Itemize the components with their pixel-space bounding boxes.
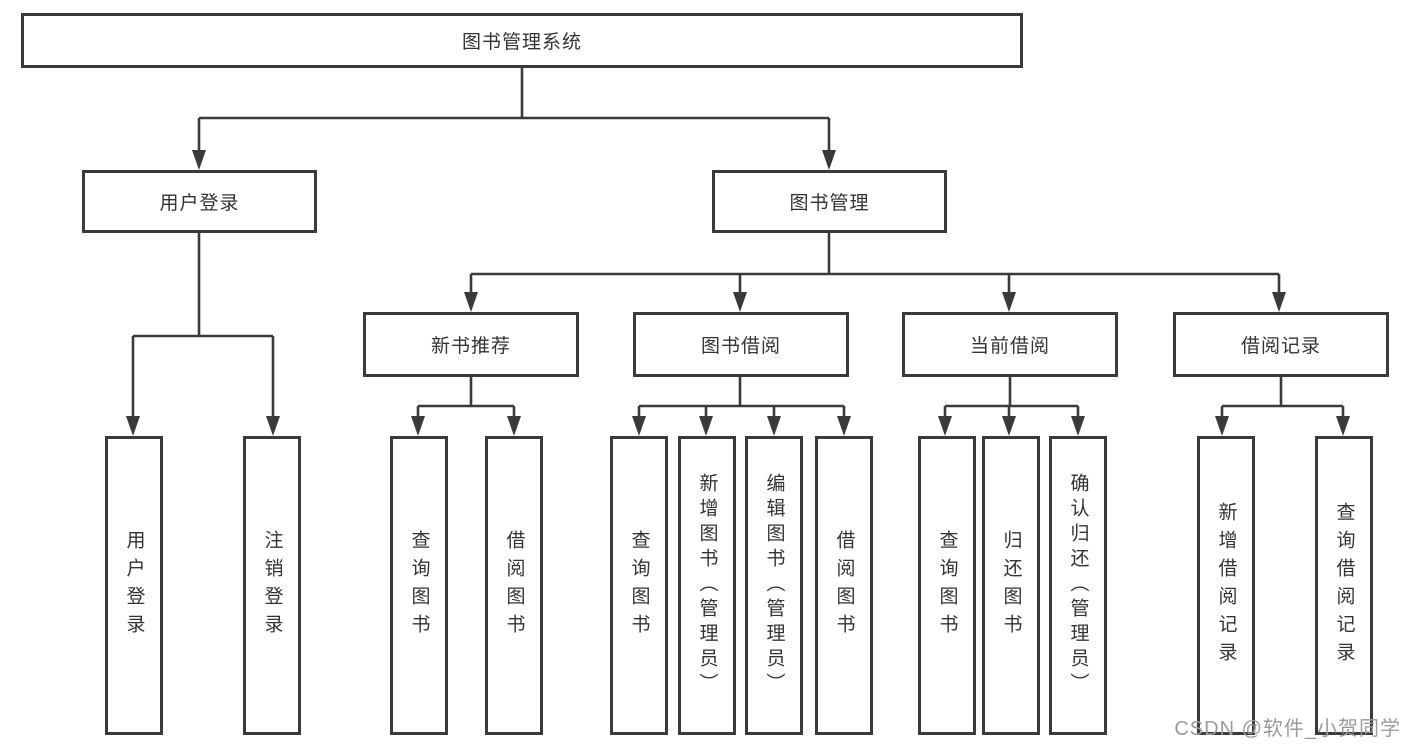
node-label: 查询图书 <box>408 529 430 642</box>
leaf-query-books: 查询图书 <box>610 436 668 735</box>
node-label: 用户登录 <box>123 529 145 642</box>
node-label: 图书管理系统 <box>461 32 582 53</box>
node-label: 注销登录 <box>261 529 283 642</box>
leaf-add-books-admin: 新增图书（管理员） <box>678 436 736 735</box>
leaf-query-books: 查询图书 <box>918 436 976 735</box>
leaf-user-login: 用户登录 <box>105 436 163 735</box>
leaf-confirm-return-admin: 确认归还（管理员） <box>1049 436 1107 735</box>
node-new-book-recommend: 新书推荐 <box>363 312 579 377</box>
node-label: 新增借阅记录 <box>1215 501 1237 670</box>
node-label: 编辑图书（管理员） <box>763 473 785 698</box>
node-root-system: 图书管理系统 <box>21 13 1023 68</box>
node-current-borrow: 当前借阅 <box>902 312 1118 377</box>
node-borrow-records: 借阅记录 <box>1173 312 1389 377</box>
node-label: 借阅图书 <box>833 529 855 642</box>
leaf-borrow-books: 借阅图书 <box>485 436 543 735</box>
node-label: 新书推荐 <box>430 336 511 357</box>
leaf-borrow-books: 借阅图书 <box>815 436 873 735</box>
node-label: 新增图书（管理员） <box>696 473 718 698</box>
leaf-query-books: 查询图书 <box>390 436 448 735</box>
node-label: 借阅图书 <box>503 529 525 642</box>
node-label: 用户登录 <box>159 193 240 214</box>
node-label: 借阅记录 <box>1240 336 1321 357</box>
csdn-watermark: CSDN @软件_小贺同学 <box>1174 718 1401 740</box>
node-book-borrow: 图书借阅 <box>633 312 849 377</box>
leaf-edit-books-admin: 编辑图书（管理员） <box>745 436 803 735</box>
node-label: 查询借阅记录 <box>1333 501 1355 670</box>
node-label: 图书借阅 <box>700 336 781 357</box>
node-user-login: 用户登录 <box>82 170 317 233</box>
node-label: 图书管理 <box>789 193 870 214</box>
node-label: 当前借阅 <box>969 336 1050 357</box>
node-label: 查询图书 <box>628 529 650 642</box>
node-label: 查询图书 <box>936 529 958 642</box>
node-label: 归还图书 <box>1000 529 1022 642</box>
leaf-add-borrow-record: 新增借阅记录 <box>1197 436 1255 735</box>
leaf-return-books: 归还图书 <box>982 436 1040 735</box>
leaf-logout: 注销登录 <box>243 436 301 735</box>
node-label: 确认归还（管理员） <box>1067 473 1089 698</box>
node-book-management: 图书管理 <box>712 170 947 233</box>
leaf-query-borrow-record: 查询借阅记录 <box>1315 436 1373 735</box>
